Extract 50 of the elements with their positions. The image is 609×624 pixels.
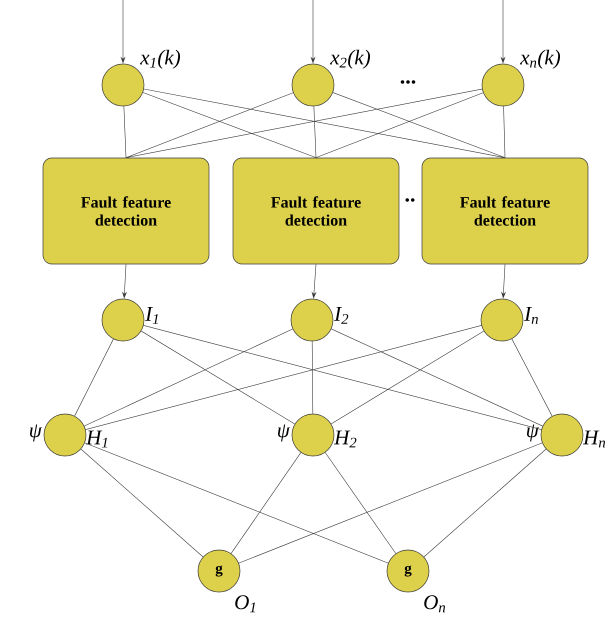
node-label: O$_{n}$ [424, 595, 446, 612]
node-label: I$_{1}$ [145, 306, 158, 324]
node-label: x$_{n}$(k) [520, 50, 560, 69]
connector-line [330, 330, 484, 424]
process-box: Fault feature detection [42, 158, 210, 264]
connector-line [312, 341, 314, 414]
neuron-circle [290, 298, 334, 342]
node-label: x$_{1}$(k) [140, 50, 180, 69]
neuron-circle [102, 298, 144, 342]
connector-line [238, 442, 542, 564]
connector-line [84, 328, 293, 426]
connector-line [314, 106, 316, 158]
connector-line [80, 448, 204, 558]
node-label: I$_{2}$ [334, 306, 348, 324]
connector-line [331, 328, 543, 426]
node-label: ψ [527, 424, 540, 442]
connector-line [140, 330, 296, 424]
ellipsis: ... [400, 80, 416, 84]
neuron-circle [482, 64, 524, 106]
process-box: Fault feature detection [232, 158, 400, 264]
connector-line [512, 338, 552, 416]
connector-line [230, 452, 302, 554]
neuron-circle [292, 414, 334, 456]
connector-line [143, 325, 542, 430]
connector-line [332, 92, 506, 158]
ellipsis: .. [405, 198, 415, 202]
connector-line [424, 448, 546, 558]
neuron-circle [102, 64, 144, 106]
node-label: I$_{n}$ [524, 306, 538, 324]
connector-line [84, 442, 388, 564]
node-label: H$_{1}$ [86, 430, 108, 448]
node-label: ψ [278, 424, 290, 442]
connector-line [85, 325, 482, 430]
process-box: Fault feature detection [422, 158, 588, 264]
connector-line [324, 452, 396, 554]
node-label: x$_{2}$(k) [330, 50, 370, 69]
connector-line [503, 106, 506, 158]
connector-line [316, 92, 484, 158]
node-label: H$_{n}$ [582, 430, 606, 448]
connector-line [124, 106, 126, 158]
neuron-circle [44, 414, 86, 456]
node-label: ψ [30, 424, 42, 442]
node-label: O$_{1}$ [235, 595, 256, 612]
connector-line [126, 92, 294, 158]
neuron-circle [292, 64, 334, 106]
node-label: H$_{2}$ [334, 430, 356, 448]
neuron-circle [540, 414, 584, 456]
connector-line [142, 92, 316, 158]
neuron-circle [480, 298, 524, 342]
connector-line [74, 338, 114, 416]
